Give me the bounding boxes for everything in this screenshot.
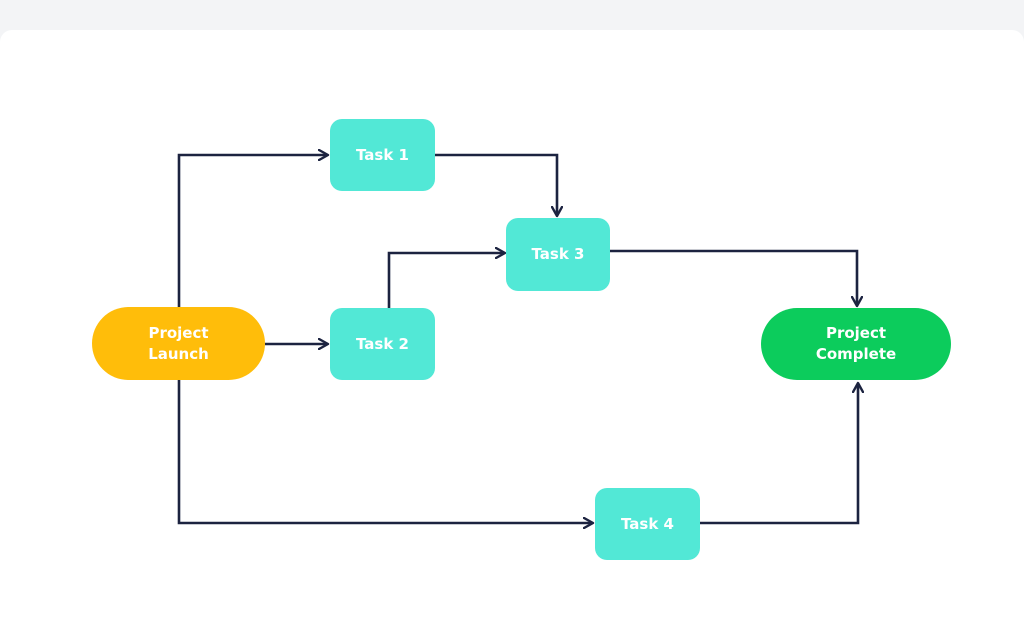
- edge-task2-task3: [387, 253, 505, 308]
- edge-launch-task1: [177, 155, 328, 308]
- task-1-node: Task 1: [330, 119, 435, 191]
- task-4-node: Task 4: [595, 488, 700, 560]
- project-complete-label-line2: Complete: [815, 345, 897, 363]
- edge-task4-complete: [700, 383, 858, 525]
- task-3-label: Task 3: [531, 245, 585, 263]
- task-4-label: Task 4: [621, 514, 674, 533]
- project-complete-label-line1: Project: [825, 324, 887, 342]
- edge-task1-task3: [435, 153, 557, 216]
- edge-launch-task4: [177, 380, 593, 523]
- project-complete-node: Project Complete: [761, 308, 951, 380]
- project-launch-node: Project Launch: [92, 307, 265, 380]
- task-3-node: Task 3: [506, 218, 610, 291]
- project-launch-label-line1: Project: [148, 323, 209, 342]
- task-1-label: Task 1: [356, 145, 409, 164]
- task-2-node: Task 2: [330, 308, 435, 380]
- edge-task3-complete: [610, 249, 857, 306]
- task-2-label: Task 2: [356, 334, 409, 353]
- project-launch-label-line2: Launch: [148, 344, 209, 363]
